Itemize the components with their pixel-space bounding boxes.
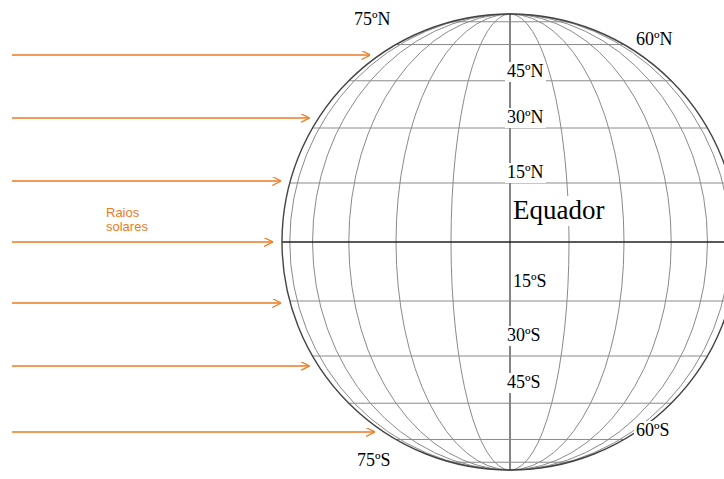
latitude-label: 75ºN — [352, 10, 393, 30]
parallel-line — [396, 439, 624, 440]
globe-outline — [282, 14, 724, 470]
latitude-label: 15ºN — [505, 163, 546, 183]
sun-ray-arrow — [12, 431, 374, 432]
parallel-line — [313, 356, 708, 357]
parallel-line — [451, 21, 569, 22]
sun-ray-arrow — [12, 54, 370, 55]
latitude-label: 45ºN — [505, 62, 546, 82]
latitude-label: 15ºS — [511, 272, 549, 292]
sun-ray-arrow — [12, 117, 309, 118]
parallel-line — [290, 301, 724, 302]
sun-ray-arrow — [12, 180, 280, 181]
sun-ray-arrow — [12, 302, 280, 303]
equator-line — [282, 241, 724, 242]
parallel-line — [396, 44, 624, 45]
sun-rays-label: Raios solares — [104, 206, 164, 235]
parallel-line — [349, 403, 671, 404]
latitude-label: 30ºS — [505, 326, 543, 346]
equator-label: Equador — [511, 196, 606, 226]
latitude-label: 60ºS — [634, 421, 672, 441]
latitude-label: 60ºN — [634, 30, 675, 50]
parallel-line — [451, 462, 569, 463]
sun-ray-arrow — [12, 241, 272, 242]
latitude-label: 75ºS — [355, 451, 393, 471]
latitude-label: 45ºS — [505, 373, 543, 393]
latitude-label: 30ºN — [505, 108, 546, 128]
sun-ray-arrow — [12, 365, 309, 366]
